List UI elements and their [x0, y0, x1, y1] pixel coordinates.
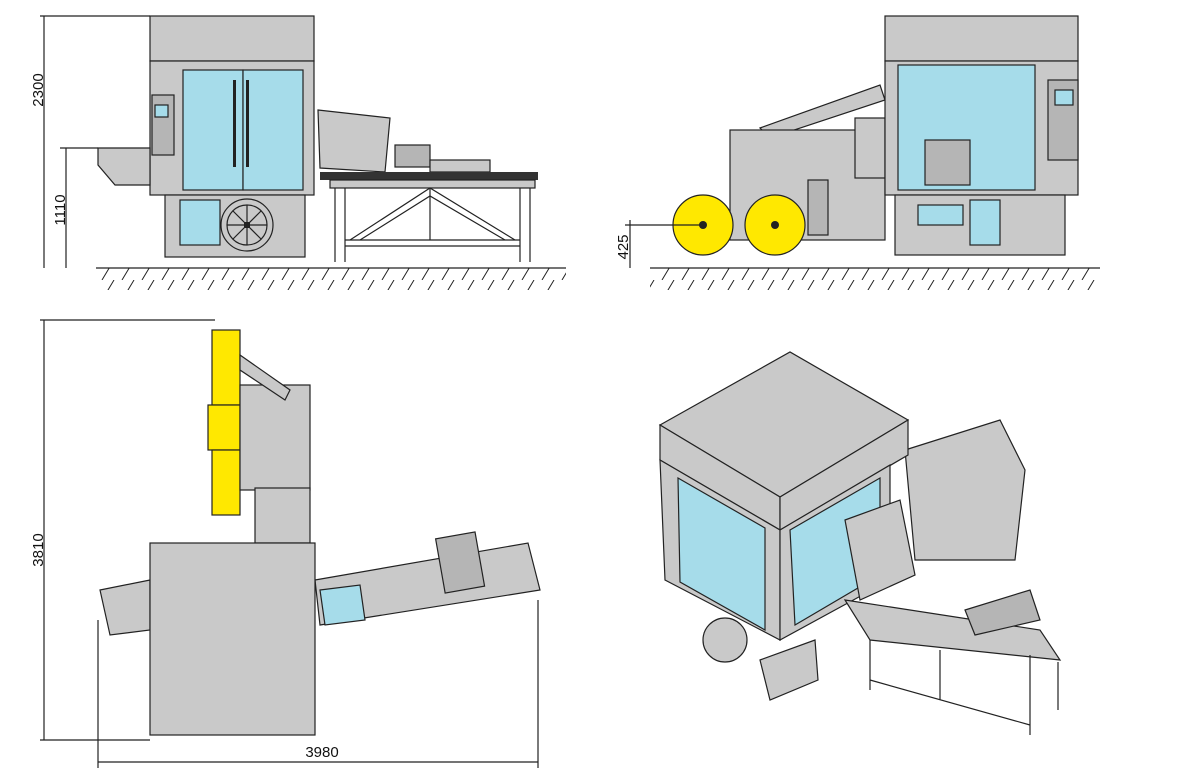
- doors-iso: [677, 476, 766, 632]
- hmi-screen: [154, 104, 169, 118]
- reel-iso: [702, 617, 748, 663]
- door-handle: [233, 80, 236, 167]
- hopper: [317, 109, 391, 173]
- table-top: [320, 172, 538, 180]
- dimension-lines: [40, 15, 150, 268]
- top-hood: [884, 15, 1079, 62]
- ground-hatch: [96, 268, 566, 290]
- motor: [394, 144, 431, 168]
- dim-width: 3980: [305, 744, 338, 761]
- conveyor: [429, 159, 491, 173]
- dim-infeed-height: 1110: [52, 194, 69, 225]
- infeed-tray: [97, 147, 151, 186]
- control-panel: [151, 94, 175, 156]
- hopper-iso: [904, 419, 1026, 561]
- side-view: 425: [615, 15, 1100, 290]
- cabinet-top: [149, 542, 316, 736]
- isometric-view: [658, 351, 1062, 735]
- support-table: [329, 179, 536, 262]
- infeed-top: [99, 579, 151, 636]
- top-hood: [149, 15, 315, 62]
- door-handle: [246, 80, 249, 167]
- base-panel: [179, 199, 221, 246]
- hmi-screen: [1054, 89, 1074, 106]
- dim-height-total: 2300: [30, 73, 47, 106]
- top-view: 3810 3980: [30, 319, 541, 768]
- dim-roll-height: 425: [615, 234, 632, 259]
- front-view: 2300 1110: [30, 15, 566, 290]
- door-right: [242, 69, 304, 191]
- dim-length: 3810: [30, 533, 47, 566]
- film-reel: [220, 198, 274, 252]
